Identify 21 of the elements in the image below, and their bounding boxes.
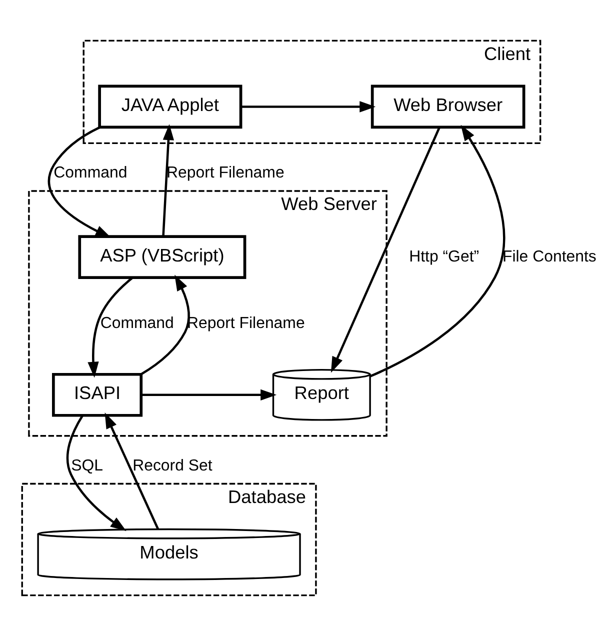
- arrow: [66, 415, 126, 532]
- edge-label: Record Set: [132, 457, 212, 474]
- arrow: [241, 101, 376, 112]
- node-box: Web Browser: [370, 84, 526, 129]
- node-box: JAVA Applet: [98, 84, 242, 129]
- node-box: ASP (VBScript): [78, 235, 246, 279]
- arrow: [142, 389, 277, 400]
- edge-label: Command: [100, 314, 174, 332]
- edge-label: Command: [54, 164, 128, 182]
- arrow: [162, 124, 174, 236]
- arrow: [330, 127, 440, 373]
- node-box: ISAPI: [52, 372, 143, 417]
- arrow: [370, 124, 506, 378]
- arrow: [104, 412, 160, 530]
- edge-label: Report Filename: [166, 164, 284, 182]
- arrow: [48, 126, 112, 238]
- arrow: [88, 276, 134, 378]
- edge-label: SQL: [71, 457, 103, 474]
- edge-label: Http “Get”: [409, 248, 480, 266]
- edge-label: File Contents: [502, 248, 596, 266]
- arrow: [140, 274, 190, 376]
